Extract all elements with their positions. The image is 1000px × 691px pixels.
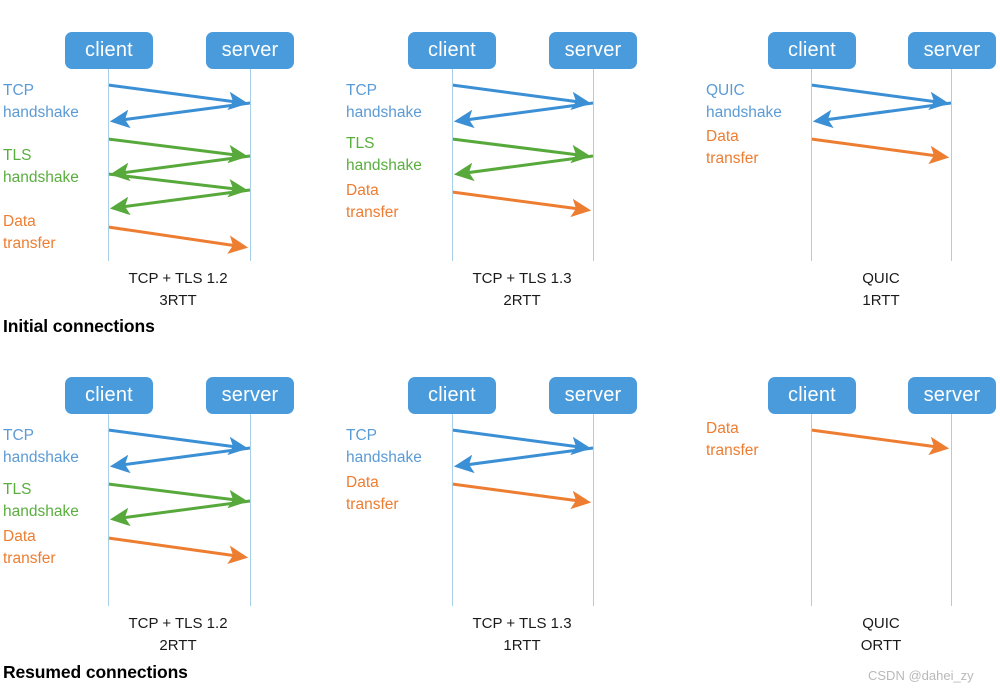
panel-caption-protocol: TCP + TLS 1.3 [472, 270, 572, 287]
phase-label-tls-handshake: TLS handshake [3, 147, 79, 186]
lifeline-server [593, 69, 594, 261]
lifeline-server [593, 414, 594, 606]
actor-client-box[interactable]: client [768, 32, 856, 69]
lifeline-server [951, 414, 952, 606]
actor-server-box[interactable]: server [549, 377, 637, 414]
panel-caption-protocol: TCP + TLS 1.3 [472, 615, 572, 632]
panel-caption-rtt: 2RTT [159, 637, 197, 654]
panel-caption-protocol: TCP + TLS 1.2 [128, 270, 228, 287]
phase-label-tcp-handshake: TCP handshake [346, 82, 422, 121]
panel-caption-rtt: 2RTT [503, 292, 541, 309]
panel-caption-protocol: TCP + TLS 1.2 [128, 615, 228, 632]
phase-label-data-transfer: Data transfer [3, 213, 56, 252]
panel-resumed-quic-arrows [810, 428, 950, 456]
actor-client-box[interactable]: client [65, 32, 153, 69]
panel-caption-protocol: QUIC [862, 615, 900, 632]
panel-caption-rtt: 3RTT [159, 292, 197, 309]
phase-label-tls-handshake: TLS handshake [3, 481, 79, 520]
actor-server-box[interactable]: server [206, 377, 294, 414]
phase-label-data-transfer: Data transfer [706, 128, 759, 167]
lifeline-client [452, 69, 453, 261]
lifeline-server [250, 414, 251, 606]
phase-label-tcp-handshake: TCP handshake [3, 82, 79, 121]
actor-server-box[interactable]: server [549, 32, 637, 69]
phase-label-tls-handshake: TLS handshake [346, 135, 422, 174]
phase-label-tcp-handshake: TCP handshake [3, 427, 79, 466]
panel-initial-quic-arrows [810, 83, 952, 165]
panel-caption-rtt: 1RTT [503, 637, 541, 654]
panel-caption-rtt: 1RTT [862, 292, 900, 309]
lifeline-client [108, 69, 109, 261]
actor-client-box[interactable]: client [65, 377, 153, 414]
phase-label-data-transfer: Data transfer [706, 420, 759, 459]
lifeline-client [452, 414, 453, 606]
phase-label-quic-handshake: QUIC handshake [706, 82, 782, 121]
actor-client-box[interactable]: client [768, 377, 856, 414]
section-title-resumed: Resumed connections [3, 662, 188, 682]
actor-server-box[interactable]: server [206, 32, 294, 69]
actor-server-box[interactable]: server [908, 377, 996, 414]
panel-initial-tcp-tls12-arrows [107, 83, 251, 254]
phase-label-tcp-handshake: TCP handshake [346, 427, 422, 466]
panel-initial-tcp-tls13-arrows [451, 83, 594, 218]
panel-caption-protocol: QUIC [862, 270, 900, 287]
section-title-initial: Initial connections [3, 316, 155, 336]
panel-resumed-tcp-tls13-arrows [451, 428, 594, 510]
phase-label-data-transfer: Data transfer [346, 474, 399, 513]
phase-label-data-transfer: Data transfer [3, 528, 56, 567]
lifeline-client [811, 69, 812, 261]
actor-client-box[interactable]: client [408, 377, 496, 414]
actor-server-box[interactable]: server [908, 32, 996, 69]
panel-caption-rtt: ORTT [860, 637, 902, 654]
panel-resumed-tcp-tls12-arrows [107, 428, 251, 565]
lifeline-client [811, 414, 812, 606]
phase-label-data-transfer: Data transfer [346, 182, 399, 221]
lifeline-server [250, 69, 251, 261]
lifeline-client [108, 414, 109, 606]
lifeline-server [951, 69, 952, 261]
actor-client-box[interactable]: client [408, 32, 496, 69]
watermark-credit: CSDN @dahei_zy [868, 668, 974, 683]
